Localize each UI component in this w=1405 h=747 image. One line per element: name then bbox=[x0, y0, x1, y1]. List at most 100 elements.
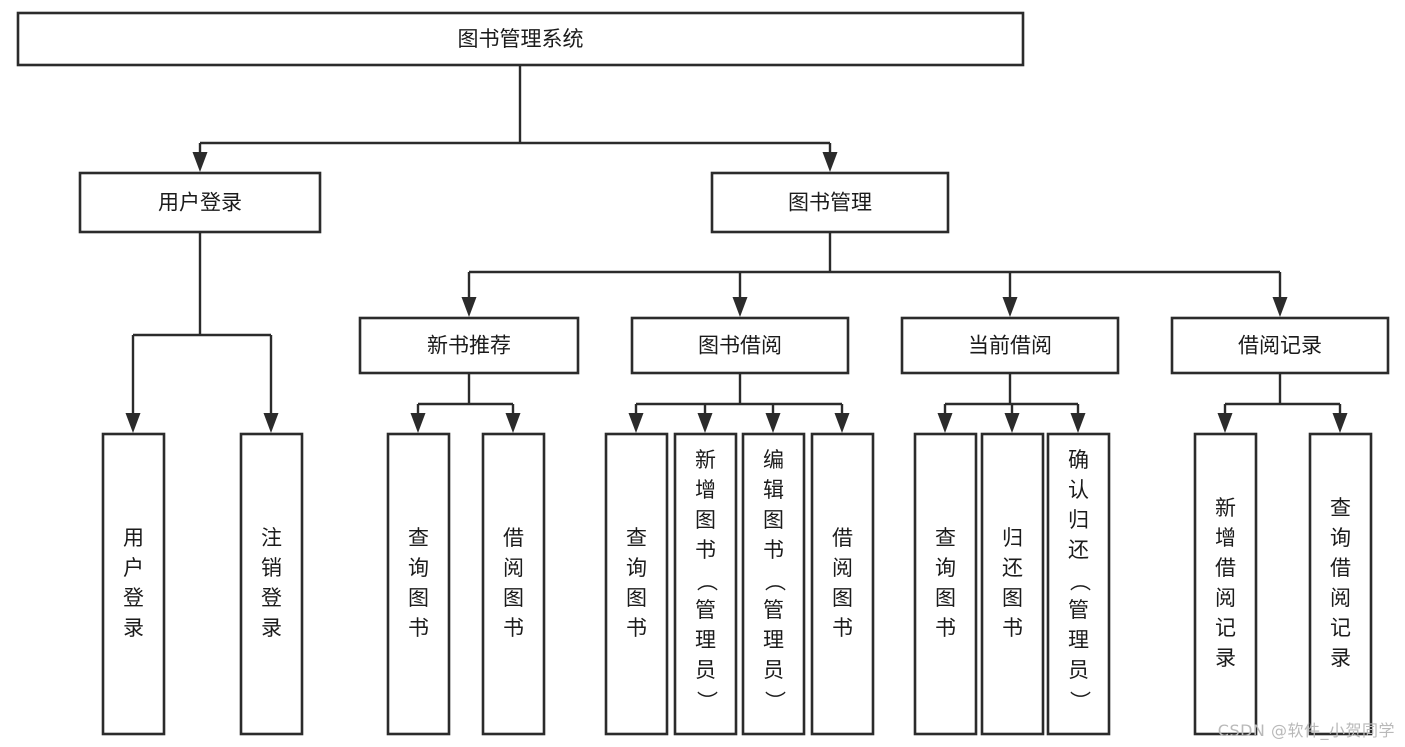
node-label-char: 记 bbox=[1330, 616, 1351, 640]
node-label-char: 管 bbox=[1068, 598, 1089, 622]
node-label-char: 还 bbox=[1002, 556, 1023, 580]
node-label-char: 登 bbox=[123, 586, 144, 610]
node-label-char: 借 bbox=[1215, 556, 1236, 580]
arrow-head-icon bbox=[410, 413, 426, 433]
node-label-char: 辑 bbox=[763, 478, 784, 502]
node-label-char: 员 bbox=[763, 658, 784, 682]
node-label-char: 图 bbox=[832, 586, 853, 610]
node-label-char: 书 bbox=[408, 616, 429, 640]
connectors-layer bbox=[125, 65, 1348, 433]
node-label-char: ） bbox=[1068, 691, 1092, 712]
node-label-char: 录 bbox=[1215, 646, 1236, 670]
node-book-borrow[interactable]: 图书借阅 bbox=[630, 316, 850, 375]
node-label-char: 借 bbox=[503, 526, 524, 550]
node-box[interactable] bbox=[16, 11, 1025, 67]
node-label-char: 图 bbox=[1002, 586, 1023, 610]
node-label: 新书推荐 bbox=[427, 334, 511, 358]
node-label-char: 增 bbox=[1215, 526, 1236, 550]
node-borrow-record[interactable]: 借阅记录 bbox=[1170, 316, 1390, 375]
arrow-head-icon bbox=[125, 413, 141, 433]
node-label-char: 借 bbox=[1330, 556, 1351, 580]
node-label-char: 查 bbox=[1330, 496, 1351, 520]
node-label-char: 归 bbox=[1068, 508, 1089, 532]
node-current-borrow[interactable]: 当前借阅 bbox=[900, 316, 1120, 375]
node-label-char: 书 bbox=[1002, 616, 1023, 640]
node-label-char: 注 bbox=[261, 526, 282, 550]
node-label-char: 员 bbox=[695, 658, 716, 682]
node-box[interactable] bbox=[358, 316, 580, 375]
node-label-char: 询 bbox=[935, 556, 956, 580]
node-label-char: 书 bbox=[626, 616, 647, 640]
node-box[interactable] bbox=[900, 316, 1120, 375]
node-box[interactable] bbox=[1308, 432, 1373, 736]
node-box[interactable] bbox=[741, 432, 806, 736]
node-box[interactable] bbox=[481, 432, 546, 736]
node-label-char: 阅 bbox=[503, 556, 524, 580]
node-root[interactable]: 图书管理系统 bbox=[16, 11, 1025, 67]
connector-group bbox=[410, 373, 521, 433]
node-label-char: 查 bbox=[626, 526, 647, 550]
node-user-login[interactable]: 用户登录 bbox=[78, 171, 322, 234]
arrow-head-icon bbox=[263, 413, 279, 433]
node-label-char: 归 bbox=[1002, 526, 1023, 550]
connector-group bbox=[125, 232, 279, 433]
node-leaf-user-login[interactable]: 用户登录 bbox=[101, 432, 166, 736]
node-label-char: （ bbox=[695, 571, 719, 592]
node-label: 图书借阅 bbox=[698, 334, 782, 358]
node-label: 图书管理系统 bbox=[458, 27, 584, 51]
node-box[interactable] bbox=[1193, 432, 1258, 736]
node-label-char: 书 bbox=[503, 616, 524, 640]
node-book-manage[interactable]: 图书管理 bbox=[710, 171, 950, 234]
node-label-char: 员 bbox=[1068, 658, 1089, 682]
node-box[interactable] bbox=[604, 432, 669, 736]
node-box[interactable] bbox=[710, 171, 950, 234]
node-box[interactable] bbox=[386, 432, 451, 736]
node-label-char: 管 bbox=[763, 598, 784, 622]
node-new-book-recommend[interactable]: 新书推荐 bbox=[358, 316, 580, 375]
node-label-char: 理 bbox=[763, 628, 784, 652]
node-label: 借阅记录 bbox=[1238, 334, 1322, 358]
node-box[interactable] bbox=[78, 171, 322, 234]
node-box[interactable] bbox=[101, 432, 166, 736]
node-box[interactable] bbox=[1046, 432, 1111, 736]
arrow-head-icon bbox=[822, 152, 838, 172]
node-label: 图书管理 bbox=[788, 191, 872, 215]
node-label-char: 询 bbox=[1330, 526, 1351, 550]
arrow-head-icon bbox=[765, 413, 781, 433]
node-box[interactable] bbox=[810, 432, 875, 736]
node-box[interactable] bbox=[1170, 316, 1390, 375]
node-label-char: 新 bbox=[695, 448, 716, 472]
node-label-char: 借 bbox=[832, 526, 853, 550]
node-label-char: ） bbox=[763, 691, 787, 712]
nodes-layer: 图书管理系统用户登录图书管理新书推荐图书借阅当前借阅借阅记录用户登录注销登录查询… bbox=[16, 11, 1390, 736]
node-box[interactable] bbox=[913, 432, 978, 736]
connector-group bbox=[937, 373, 1086, 433]
node-label-char: 查 bbox=[935, 526, 956, 550]
node-label-char: 新 bbox=[1215, 496, 1236, 520]
node-label-char: 图 bbox=[763, 508, 784, 532]
node-label-char: 编 bbox=[763, 448, 784, 472]
node-label-char: 书 bbox=[832, 616, 853, 640]
node-label-char: 登 bbox=[261, 586, 282, 610]
arrow-head-icon bbox=[1002, 297, 1018, 317]
node-label-char: 查 bbox=[408, 526, 429, 550]
node-box[interactable] bbox=[630, 316, 850, 375]
node-label-char: 阅 bbox=[1330, 586, 1351, 610]
node-box[interactable] bbox=[239, 432, 304, 736]
node-box[interactable] bbox=[980, 432, 1045, 736]
node-box[interactable] bbox=[673, 432, 738, 736]
node-label-char: 录 bbox=[123, 616, 144, 640]
